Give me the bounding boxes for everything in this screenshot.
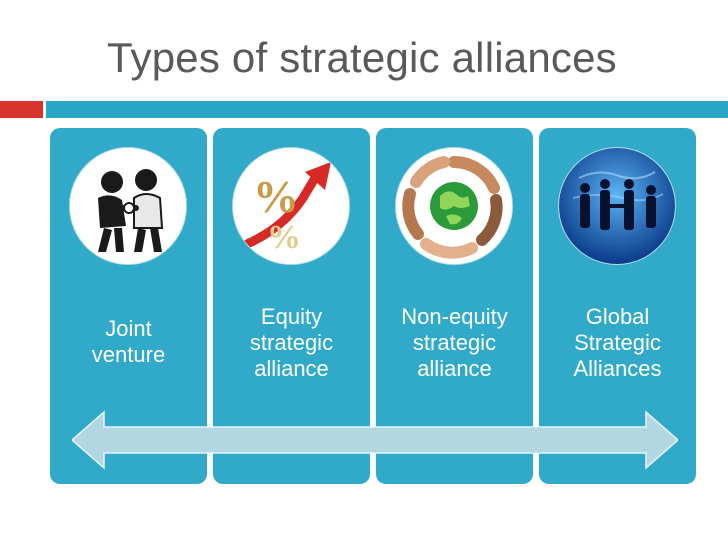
svg-text:%: % (253, 171, 299, 222)
percent-rising-arrow-icon: % % (233, 148, 349, 264)
card-equity-strategic-alliance: % % Equity strategic alliance (213, 128, 370, 484)
card-global-strategic-alliances: Global Strategic Alliances (539, 128, 696, 484)
card-non-equity-strategic-alliance: Non-equity strategic alliance (376, 128, 533, 484)
card-label: Non-equity strategic alliance (401, 304, 508, 381)
svg-text:%: % (267, 219, 301, 256)
accent-bar-blue (46, 101, 728, 118)
handshake-cartoon-icon (70, 148, 186, 264)
card-label: Joint venture (91, 316, 166, 367)
card-joint-venture: Joint venture (50, 128, 207, 484)
double-headed-arrow-icon (70, 410, 680, 470)
hands-around-globe-icon (396, 148, 512, 264)
card-label: Equity strategic alliance (249, 304, 334, 381)
card-label: Global Strategic Alliances (573, 304, 662, 381)
business-silhouettes-globe-icon (559, 148, 675, 264)
page-title: Types of strategic alliances (107, 34, 617, 81)
accent-bar-red (0, 101, 43, 118)
